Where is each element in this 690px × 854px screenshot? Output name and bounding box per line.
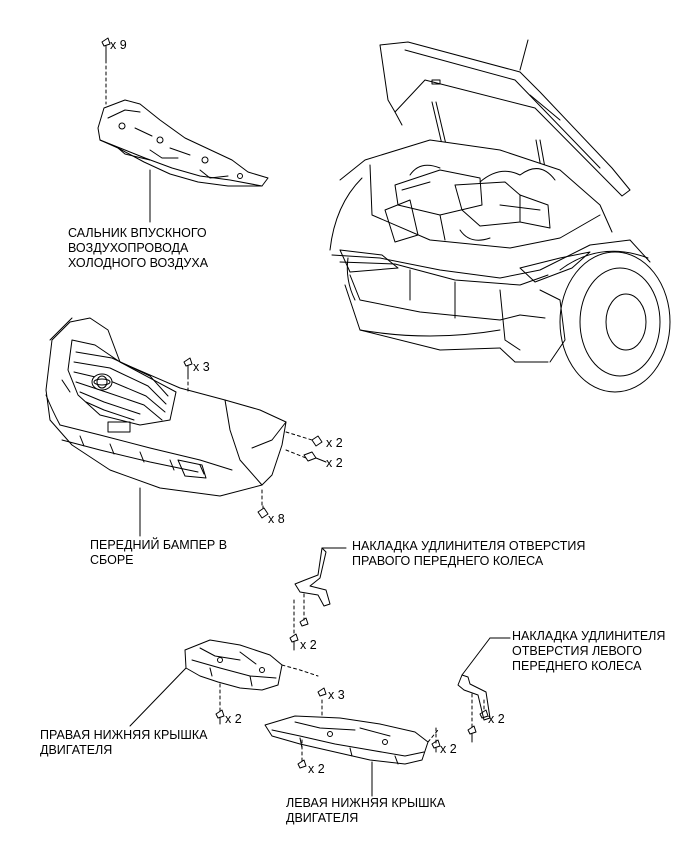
left-engine-under-cover xyxy=(264,687,441,797)
bumper-fasteners xyxy=(183,357,327,519)
cold-air-intake-duct-seal xyxy=(97,37,269,223)
right-engine-under-cover xyxy=(129,639,319,727)
label-front-bumper: ПЕРЕДНИЙ БАМПЕР В СБОРЕ xyxy=(90,538,228,567)
label-right-wheel-opening-extension: НАКЛАДКА УДЛИНИТЕЛЯ ОТВЕРСТИЯ ПРАВОГО ПЕ… xyxy=(352,539,586,568)
qty-bumper-side-screws: x 2 xyxy=(326,436,343,450)
label-left-wheel-opening-extension: НАКЛАДКА УДЛИНИТЕЛЯ ОТВЕРСТИЯ ЛЕВОГО ПЕР… xyxy=(512,629,666,673)
qty-left-cover-clips: x 2 xyxy=(440,742,457,756)
right-wheel-opening-extension-pad xyxy=(289,547,347,651)
qty-seal-clips: x 9 xyxy=(110,38,127,52)
qty-right-extension-screws: x 2 xyxy=(300,638,317,652)
qty-bumper-side-bolts: x 2 xyxy=(326,456,343,470)
label-left-engine-under-cover: ЛЕВАЯ НИЖНЯЯ КРЫШКА ДВИГАТЕЛЯ xyxy=(286,796,446,825)
left-wheel-opening-extension-pad xyxy=(457,637,511,743)
qty-center-clips: x 3 xyxy=(328,688,345,702)
vehicle-front-illustration xyxy=(329,39,671,393)
front-bumper-assembly xyxy=(45,317,313,537)
qty-left-extension-screws: x 2 xyxy=(488,712,505,726)
qty-right-cover-bolts: x 2 xyxy=(225,712,242,726)
qty-bumper-bottom-clips: x 8 xyxy=(268,512,285,526)
label-air-duct-seal: САЛЬНИК ВПУСКНОГО ВОЗДУХОПРОВОДА ХОЛОДНО… xyxy=(68,226,209,270)
label-right-engine-under-cover: ПРАВАЯ НИЖНЯЯ КРЫШКА ДВИГАТЕЛЯ xyxy=(40,728,208,757)
qty-bumper-top-clips: x 3 xyxy=(193,360,210,374)
qty-left-cover-bolts: x 2 xyxy=(308,762,325,776)
